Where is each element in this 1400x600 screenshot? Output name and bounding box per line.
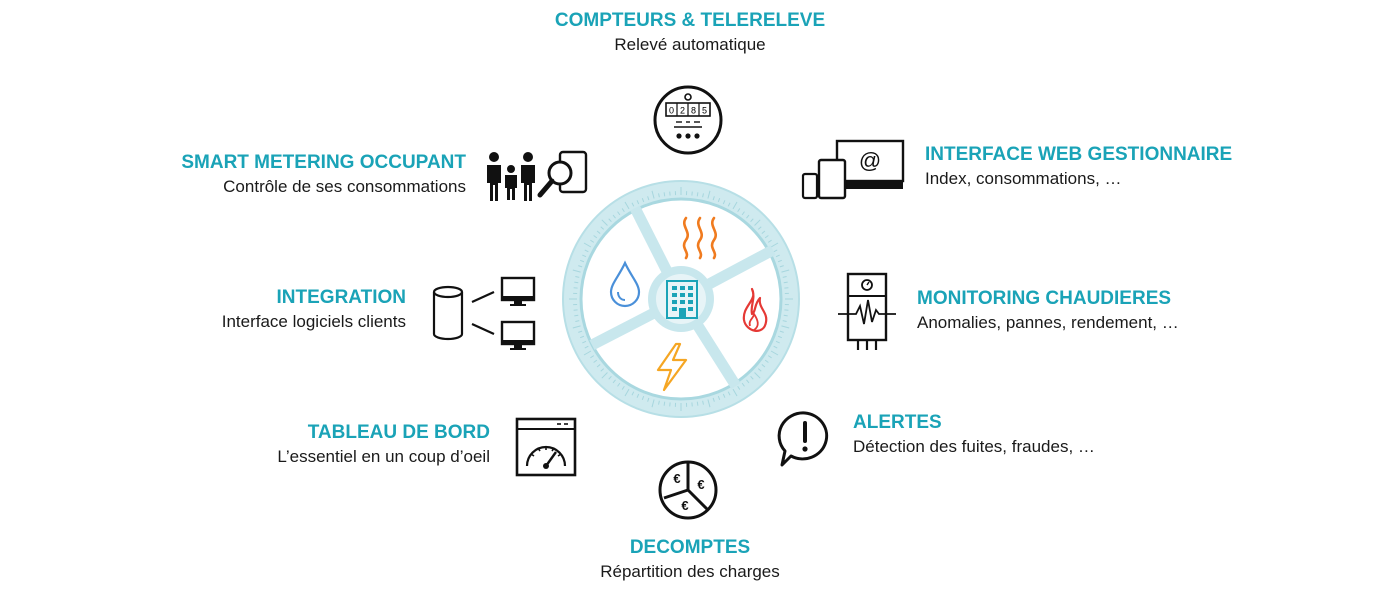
svg-text:@: @: [859, 148, 881, 173]
feature-alertes: ALERTES Détection des fuites, fraudes, …: [853, 411, 1173, 459]
svg-text:€: €: [673, 471, 680, 486]
feature-subtitle: Anomalies, pannes, rendement, …: [917, 313, 1179, 332]
feature-title: MONITORING CHAUDIERES: [917, 288, 1172, 309]
feature-tableau: TABLEAU DE BORD L’essentiel en un coup d…: [160, 421, 490, 469]
feature-subtitle: Contrôle de ses consommations: [223, 177, 466, 196]
family-magnifier-icon: [484, 148, 592, 206]
meter-digit: 5: [702, 106, 707, 116]
meter-digit: 8: [691, 106, 696, 116]
feature-smart-metering: SMART METERING OCCUPANT Contrôle de ses …: [100, 151, 466, 199]
meter-icon: 0 2 8 5: [652, 84, 724, 156]
meter-digit: 0: [669, 106, 674, 116]
svg-text:€: €: [681, 498, 688, 513]
lightning-icon: [652, 342, 692, 392]
feature-subtitle: Répartition des charges: [600, 562, 780, 581]
flame-icon: [738, 286, 770, 338]
devices-icon: @: [801, 138, 907, 202]
euro-pie-icon: € € €: [656, 458, 720, 522]
feature-title: DECOMPTES: [629, 537, 751, 558]
feature-title: COMPTEURS & TELERELEVE: [554, 10, 826, 31]
feature-integration: INTEGRATION Interface logiciels clients: [140, 286, 406, 334]
feature-monitoring: MONITORING CHAUDIERES Anomalies, pannes,…: [917, 287, 1277, 335]
meter-digit: 2: [680, 106, 685, 116]
alert-bubble-icon: [776, 409, 834, 469]
svg-text:€: €: [697, 477, 704, 492]
boiler-icon: [836, 270, 898, 354]
feature-title: INTERFACE WEB GESTIONNAIRE: [925, 144, 1233, 165]
building-icon: [663, 278, 701, 320]
feature-subtitle: Interface logiciels clients: [221, 312, 406, 331]
feature-title: SMART METERING OCCUPANT: [181, 152, 466, 173]
feature-title: ALERTES: [853, 412, 942, 433]
feature-decomptes: DECOMPTES Répartition des charges: [540, 536, 840, 584]
feature-interface-web: INTERFACE WEB GESTIONNAIRE Index, consom…: [925, 143, 1265, 191]
feature-compteurs: COMPTEURS & TELERELEVE Relevé automatiqu…: [520, 9, 860, 57]
database-monitors-icon: [428, 272, 540, 352]
dashboard-gauge-icon: [514, 416, 578, 478]
feature-title: TABLEAU DE BORD: [307, 422, 490, 443]
feature-title: INTEGRATION: [276, 287, 406, 308]
feature-subtitle: L’essentiel en un coup d’oeil: [277, 447, 490, 466]
feature-subtitle: Index, consommations, …: [925, 169, 1122, 188]
water-drop-icon: [607, 260, 643, 308]
feature-subtitle: Détection des fuites, fraudes, …: [853, 437, 1095, 456]
feature-subtitle: Relevé automatique: [614, 35, 766, 54]
heat-waves-icon: [676, 214, 724, 262]
